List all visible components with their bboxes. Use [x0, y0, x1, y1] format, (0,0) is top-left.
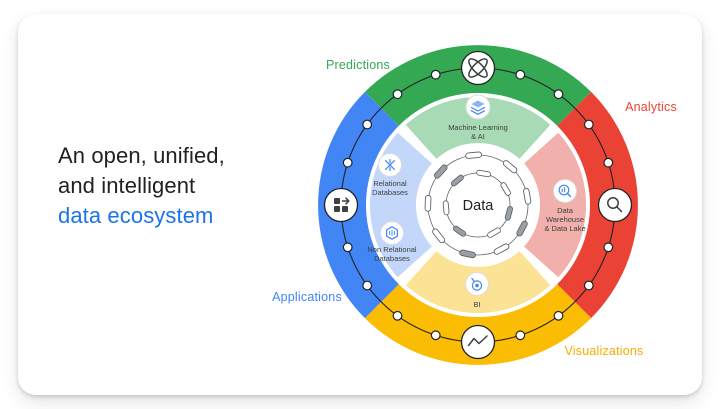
data-ring-pill — [465, 151, 483, 159]
headline-line-2: and intelligent — [58, 173, 196, 198]
outer-ring — [318, 45, 638, 365]
data-warehouse-label-line-1: Data — [557, 206, 574, 215]
orbit-dot — [515, 330, 526, 341]
ring-segment-applications — [318, 91, 399, 319]
relational-label-line-1: Relational — [373, 179, 407, 188]
data-ring-pill — [487, 227, 501, 238]
data-ring-pill — [476, 169, 491, 178]
line-chart-icon — [467, 335, 488, 347]
orbit-dot — [583, 280, 594, 291]
layers-icon — [470, 100, 486, 115]
orbit-dot — [392, 310, 403, 321]
orbit-dot — [362, 119, 373, 130]
orbit — [340, 67, 616, 343]
hexagon-db-icon — [386, 226, 398, 240]
ring-segment-analytics — [557, 91, 638, 319]
orbit-dot — [603, 157, 614, 168]
data-ring-pill — [459, 249, 476, 259]
ml-label-line-2: & AI — [471, 132, 485, 141]
segment-machine-learning — [405, 97, 551, 159]
applications-label: Applications — [272, 290, 342, 304]
data-ring-pill — [451, 174, 464, 187]
data-ring-pill — [424, 194, 432, 212]
data-ring-pill — [442, 200, 450, 216]
orbit-dot — [430, 330, 441, 341]
headline-line-3: data ecosystem — [58, 203, 214, 228]
ml-label-line-1: Machine Learning — [448, 123, 508, 132]
center-hub: Data — [424, 151, 532, 259]
apps-grid-icon — [334, 197, 350, 212]
headline: An open, unified, and intelligent data e… — [58, 141, 225, 231]
orbit-labels: Predictions Analytics Applications Visua… — [272, 58, 677, 358]
orbit-dot — [392, 89, 403, 100]
segment-content: Machine Learning & AI Relational Databas… — [367, 94, 586, 309]
ml-atom-icon — [468, 58, 488, 78]
orbit-dot — [603, 242, 614, 253]
data-ring-pill — [500, 182, 511, 196]
data-ring-pill — [432, 228, 446, 244]
search-icon — [607, 197, 623, 213]
segment-data-warehouse — [524, 132, 587, 278]
data-ring-pill — [523, 187, 532, 205]
center-data-label: Data — [463, 198, 495, 214]
data-ring-pill — [493, 243, 510, 255]
looker-icon — [471, 277, 483, 291]
data-warehouse-label-line-3: & Data Lake — [544, 224, 585, 233]
orbit-dot — [583, 119, 594, 130]
data-ring-pill — [434, 164, 448, 179]
ring-segment-predictions — [364, 45, 592, 126]
data-warehouse-label-line-2: Warehouse — [546, 215, 584, 224]
data-ring-pill — [452, 225, 467, 237]
data-ring-pill — [502, 160, 518, 174]
orbit-dot — [515, 69, 526, 80]
orbit-dot — [553, 89, 564, 100]
headline-line-1: An open, unified, — [58, 143, 225, 168]
analytics-badge — [597, 187, 633, 223]
orbit-dot — [342, 242, 353, 253]
analytics-label: Analytics — [625, 100, 677, 114]
orbit-dot — [430, 69, 441, 80]
spanner-icon — [385, 159, 395, 171]
orbit-icon-badges — [323, 50, 633, 360]
predictions-badge — [460, 50, 496, 86]
bi-label: BI — [473, 300, 480, 309]
relational-label-line-2: Databases — [372, 188, 408, 197]
predictions-label: Predictions — [326, 58, 390, 72]
bigquery-search-icon — [558, 184, 572, 198]
orbit-dot — [553, 310, 564, 321]
ring-segment-visualizations — [364, 284, 592, 365]
non-relational-label-line-1: Non Relational — [367, 245, 417, 254]
data-ring-pill — [504, 206, 514, 221]
visualizations-label: Visualizations — [564, 344, 643, 358]
applications-badge — [323, 187, 359, 223]
non-relational-label-line-2: Databases — [374, 254, 410, 263]
orbit-dot — [342, 157, 353, 168]
orbit-dot — [362, 280, 373, 291]
data-ring-pill — [516, 220, 528, 237]
